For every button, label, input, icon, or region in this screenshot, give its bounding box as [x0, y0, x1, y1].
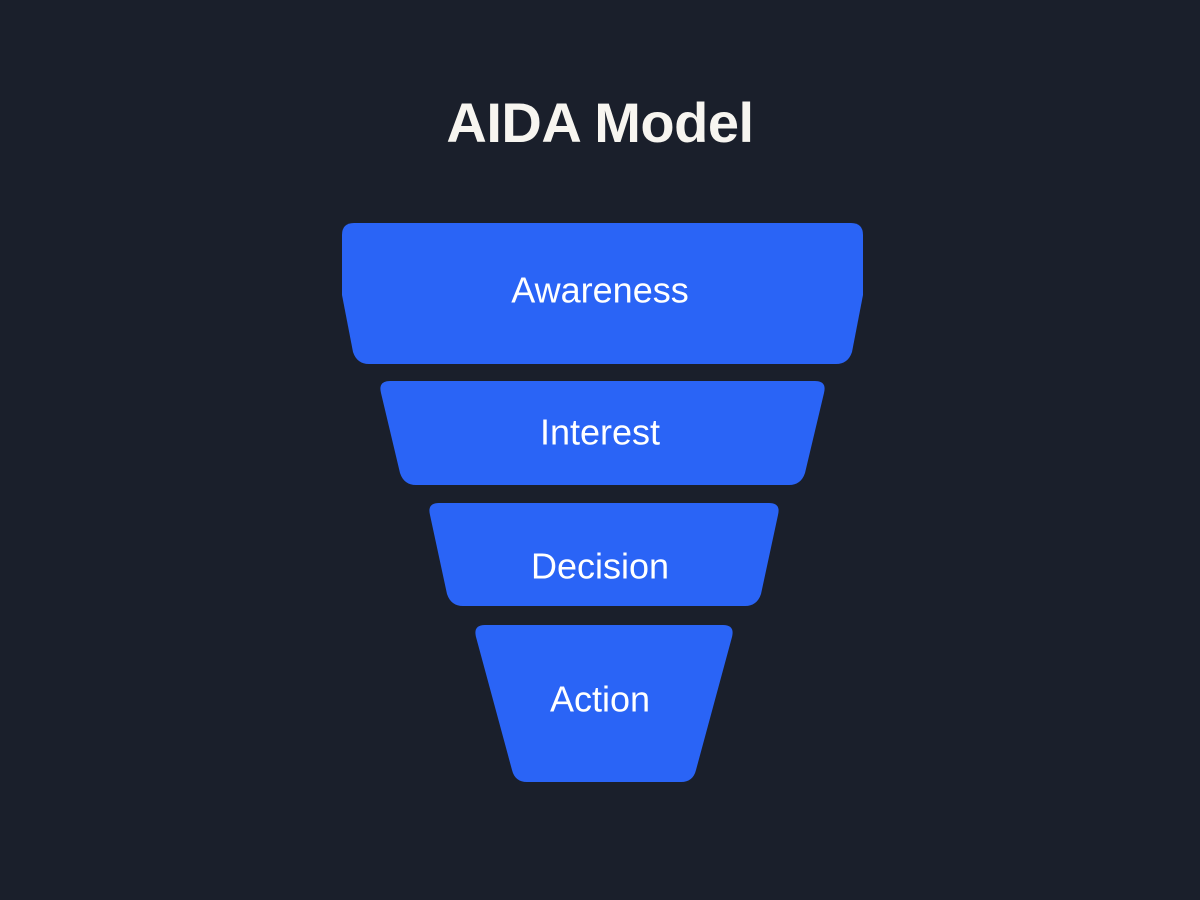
- funnel-segment-label-decision: Decision: [531, 546, 669, 587]
- funnel-stage-interest[interactable]: Interest: [380, 381, 825, 485]
- funnel-segment-label-awareness: Awareness: [511, 270, 688, 311]
- funnel-stage-action[interactable]: Action: [475, 625, 733, 782]
- funnel-segment-shape-interest[interactable]: [380, 381, 825, 485]
- funnel-segment-label-action: Action: [550, 679, 650, 720]
- page-title: AIDA Model: [446, 91, 754, 154]
- funnel-segment-shape-awareness[interactable]: [342, 223, 863, 364]
- funnel-stage-awareness[interactable]: Awareness: [342, 223, 863, 364]
- funnel-segment-shape-decision[interactable]: [429, 503, 779, 606]
- funnel-segment-shape-action[interactable]: [475, 625, 733, 782]
- funnel-segment-label-interest: Interest: [540, 412, 660, 453]
- funnel-stage-decision[interactable]: Decision: [429, 503, 779, 606]
